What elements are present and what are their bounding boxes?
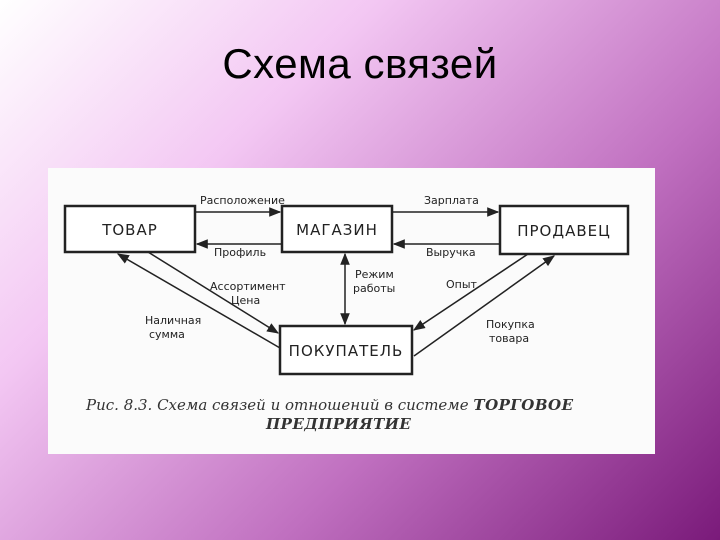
edge-nalichnaya-label-1: Наличная <box>145 314 201 327</box>
edge-assortiment-label-1: Ассортимент <box>210 280 286 293</box>
edge-zarplata-label: Зарплата <box>424 194 479 207</box>
edge-nalichnaya-arrow <box>116 253 281 349</box>
edge-assortiment-arrow <box>147 251 280 334</box>
diagram-figure: ТОВАР МАГАЗИН ПРОДАВЕЦ ПОКУПАТЕЛЬ Распол… <box>48 168 655 454</box>
caption-emph-1: ТОРГОВОЕ <box>473 396 574 414</box>
node-tovar-label: ТОВАР <box>101 221 158 239</box>
caption-emph-2: ПРЕДПРИЯТИЕ <box>266 415 412 433</box>
node-tovar <box>63 204 197 254</box>
edge-nalichnaya-label-2: сумма <box>149 328 185 341</box>
figure-caption: Рис. 8.3. Схема связей и отношений в сис… <box>86 396 646 434</box>
edge-vyruchka-label: Выручка <box>426 246 476 259</box>
caption-main: Рис. 8.3. Схема связей и отношений в сис… <box>86 396 469 414</box>
node-pokupatel-label: ПОКУПАТЕЛЬ <box>289 342 404 360</box>
node-magazin <box>280 204 394 254</box>
edge-pokupka-arrow <box>413 255 555 357</box>
slide-title: Схема связей <box>222 40 498 87</box>
edge-assortiment-label-2: Цена <box>231 294 260 307</box>
node-prodavec <box>498 204 630 256</box>
edge-pokupka-label-2: товара <box>489 332 529 345</box>
edge-raspolozhenie-label: Расположение <box>200 194 285 207</box>
edge-opyt-arrow <box>413 253 529 331</box>
relationship-diagram: ТОВАР МАГАЗИН ПРОДАВЕЦ ПОКУПАТЕЛЬ Распол… <box>63 194 630 376</box>
edge-profil-label: Профиль <box>214 246 266 259</box>
node-pokupatel <box>278 324 414 376</box>
edge-pokupka-label-1: Покупка <box>486 318 535 331</box>
node-prodavec-label: ПРОДАВЕЦ <box>517 222 611 240</box>
node-magazin-label: МАГАЗИН <box>296 221 378 239</box>
edge-opyt-label: Опыт <box>446 278 478 291</box>
edge-rezhim-label-2: работы <box>353 282 395 295</box>
edge-rezhim-label-1: Режим <box>355 268 394 281</box>
scan-artifact: ◯◯ <box>551 452 582 454</box>
